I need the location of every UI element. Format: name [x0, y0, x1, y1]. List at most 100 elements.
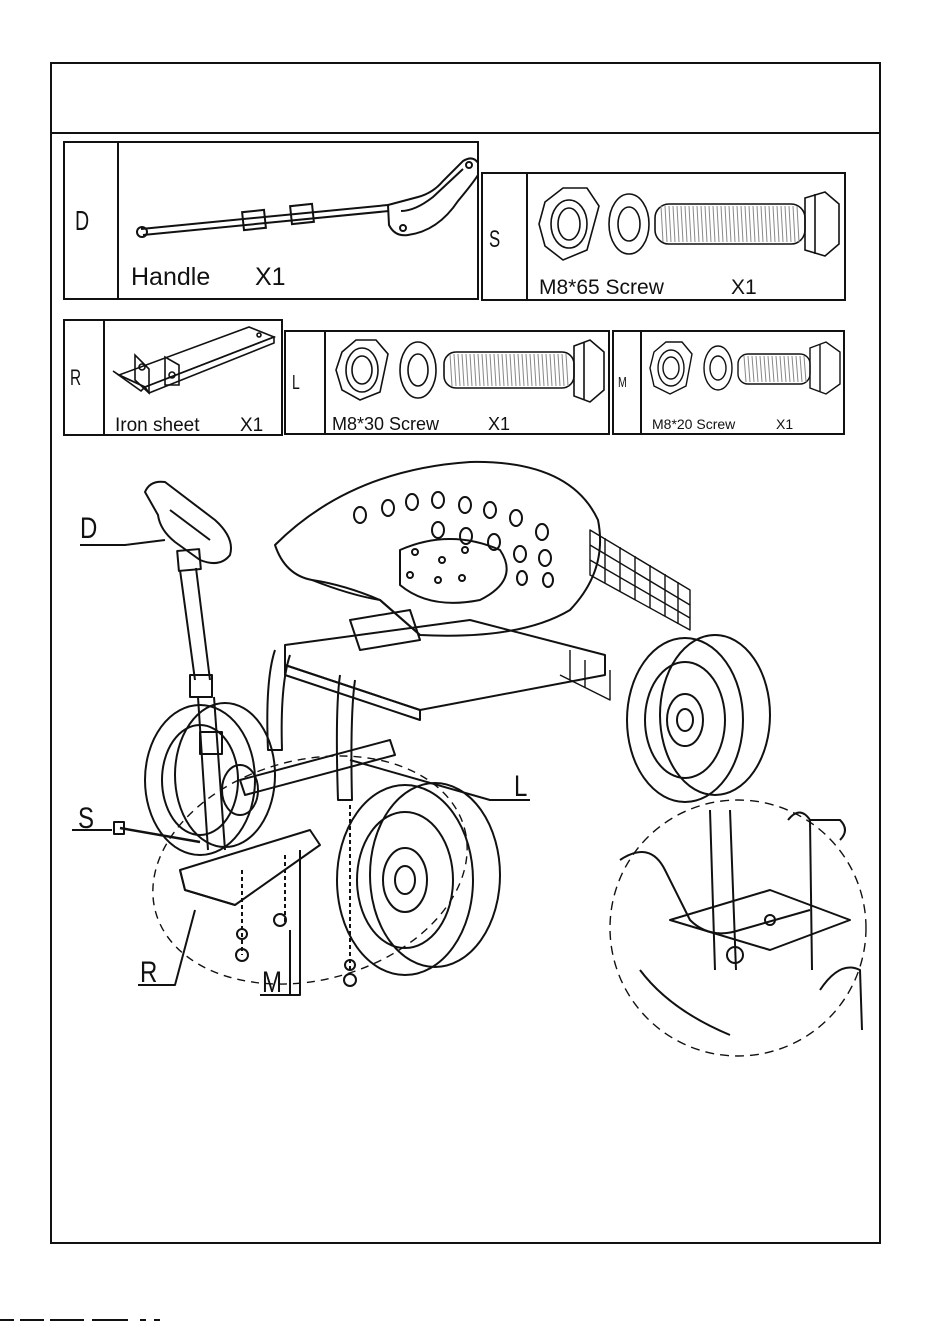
- tray: [285, 620, 605, 710]
- thread-line: [764, 356, 766, 382]
- thread-line: [788, 356, 790, 382]
- part-d-letter: D: [75, 205, 89, 237]
- part-r-letter: R: [70, 365, 81, 391]
- thread-line: [749, 206, 751, 242]
- part-d-label: Handle: [131, 263, 210, 292]
- thread-line: [780, 356, 782, 382]
- thread-line: [661, 206, 663, 242]
- thread-line: [721, 206, 723, 242]
- thread-line: [697, 206, 699, 242]
- thread-line: [466, 354, 468, 386]
- part-d-box: D Handle X1: [63, 141, 479, 300]
- thread-line: [757, 206, 759, 242]
- thread-line: [482, 354, 484, 386]
- thread-line: [765, 206, 767, 242]
- thread-line: [518, 354, 520, 386]
- part-s-letter: S: [489, 226, 500, 254]
- thread-line: [800, 356, 802, 382]
- thread-line: [546, 354, 548, 386]
- thread-line: [784, 356, 786, 382]
- thread-line: [685, 206, 687, 242]
- part-l-label: M8*30 Screw: [332, 414, 439, 435]
- thread-line: [506, 354, 508, 386]
- thread-line: [514, 354, 516, 386]
- seat: [275, 462, 600, 636]
- thread-line: [761, 206, 763, 242]
- thread-line: [554, 354, 556, 386]
- thread-line: [804, 356, 806, 382]
- thread-line: [741, 206, 743, 242]
- header-band: [50, 62, 881, 134]
- thread-line: [502, 354, 504, 386]
- thread-line: [776, 356, 778, 382]
- part-m-letter: M: [618, 374, 627, 391]
- thread-line: [713, 206, 715, 242]
- part-r-label: Iron sheet: [115, 415, 200, 437]
- thread-line: [768, 356, 770, 382]
- part-l-qty: X1: [488, 414, 510, 435]
- thread-line: [538, 354, 540, 386]
- thread-line: [773, 206, 775, 242]
- thread-line: [470, 354, 472, 386]
- thread-line: [737, 206, 739, 242]
- handle-illustration: [133, 153, 483, 263]
- thread-line: [797, 206, 799, 242]
- thread-line: [550, 354, 552, 386]
- thread-line: [562, 354, 564, 386]
- callout-r: R: [140, 956, 157, 990]
- thread-line: [717, 206, 719, 242]
- zoom-detail: [610, 800, 866, 1056]
- thread-line: [781, 206, 783, 242]
- thread-line: [474, 354, 476, 386]
- callout-s: S: [78, 802, 94, 836]
- thread-line: [566, 354, 568, 386]
- thread-line: [772, 356, 774, 382]
- front-left-wheel: [337, 783, 500, 975]
- callout-m: M: [262, 966, 282, 1000]
- thread-line: [753, 206, 755, 242]
- thread-line: [756, 356, 758, 382]
- thread-line: [542, 354, 544, 386]
- thread-line: [450, 354, 452, 386]
- footer-marks: [0, 1312, 933, 1324]
- thread-line: [725, 206, 727, 242]
- screw-s-illustration: [535, 182, 845, 272]
- thread-line: [796, 356, 798, 382]
- thread-line: [498, 354, 500, 386]
- thread-line: [478, 354, 480, 386]
- thread-line: [494, 354, 496, 386]
- thread-line: [665, 206, 667, 242]
- callout-d: D: [80, 512, 97, 546]
- thread-line: [729, 206, 731, 242]
- assembly-illustration: [50, 450, 880, 1050]
- thread-line: [792, 356, 794, 382]
- part-m-qty: X1: [776, 416, 793, 432]
- thread-line: [709, 206, 711, 242]
- part-r-qty: X1: [240, 415, 263, 437]
- thread-line: [558, 354, 560, 386]
- rear-left-wheel: [145, 703, 275, 855]
- thread-line: [510, 354, 512, 386]
- thread-line: [681, 206, 683, 242]
- thread-line: [693, 206, 695, 242]
- thread-line: [669, 206, 671, 242]
- thread-line: [677, 206, 679, 242]
- part-s-box: S M8*65 Screw X1: [481, 172, 846, 301]
- basket: [560, 530, 690, 700]
- thread-line: [689, 206, 691, 242]
- thread-line: [454, 354, 456, 386]
- thread-line: [733, 206, 735, 242]
- part-s-label: M8*65 Screw: [539, 276, 664, 300]
- thread-line: [760, 356, 762, 382]
- part-l-box: L M8*30 Screw X1: [284, 330, 610, 435]
- thread-line: [522, 354, 524, 386]
- thread-line: [793, 206, 795, 242]
- thread-line: [701, 206, 703, 242]
- thread-line: [526, 354, 528, 386]
- thread-line: [530, 354, 532, 386]
- screw-m-illustration: [646, 338, 846, 408]
- part-m-box: M M8*20 Screw X1: [612, 330, 845, 435]
- part-r-box: R Iron sheet X1: [63, 319, 283, 436]
- part-m-label: M8*20 Screw: [652, 416, 735, 432]
- thread-line: [486, 354, 488, 386]
